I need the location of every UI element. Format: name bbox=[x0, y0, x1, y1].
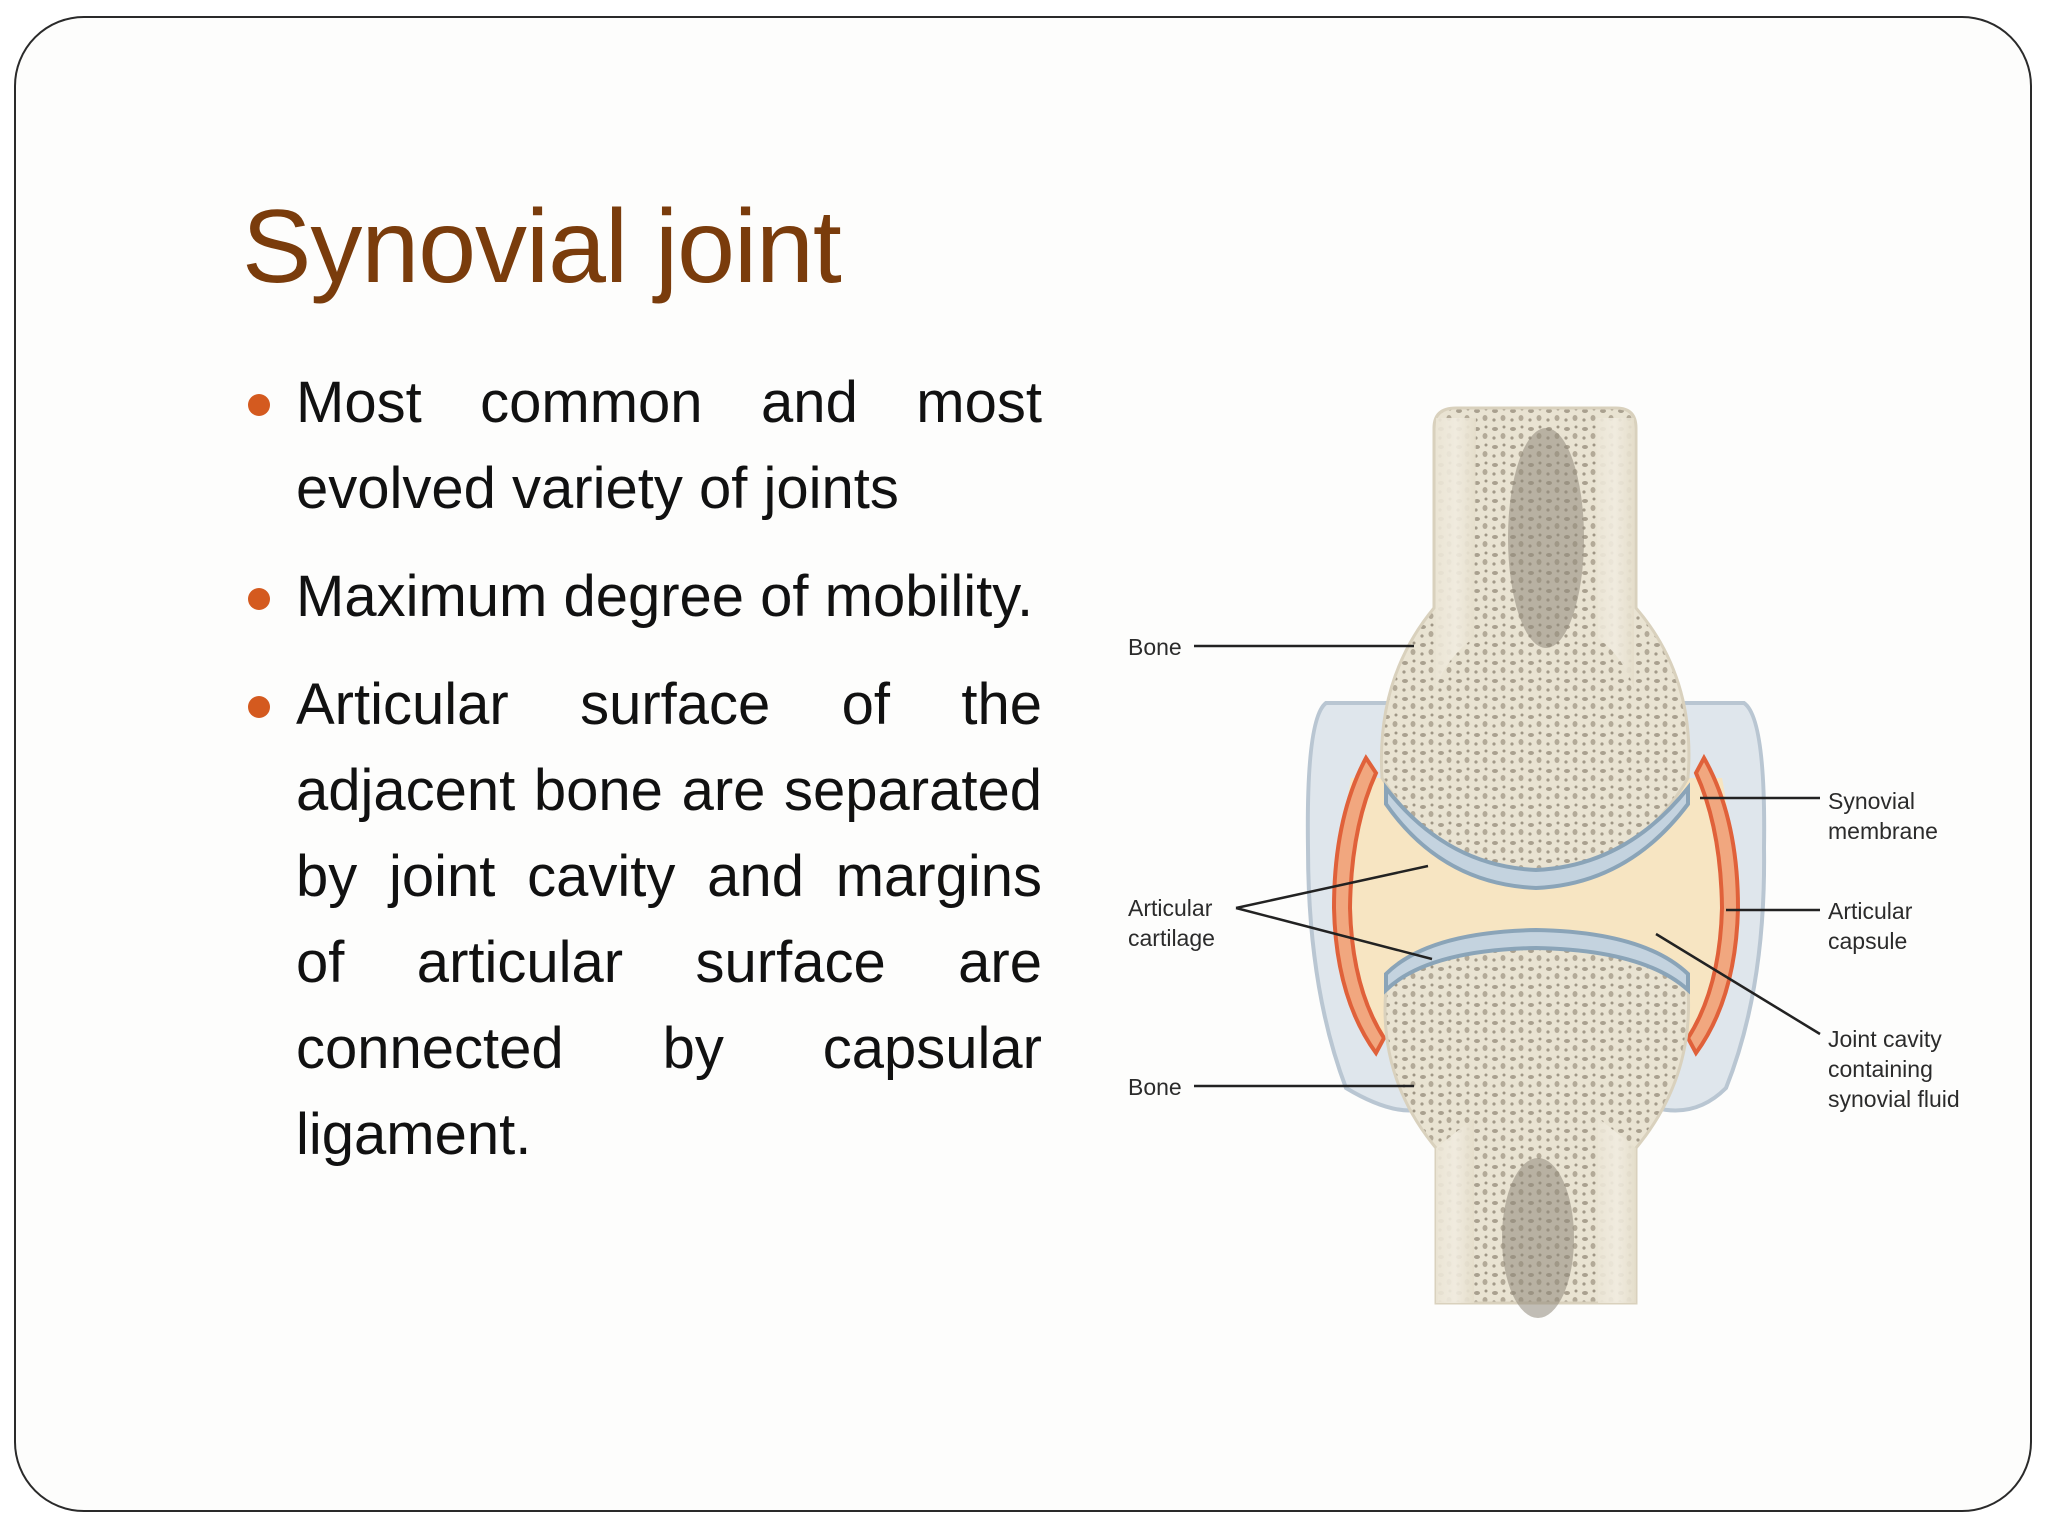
upper-articular-cartilage bbox=[1384, 782, 1690, 891]
synovial-joint-diagram: Bone Bone Articular cartilage Synovial m… bbox=[1076, 388, 2036, 1328]
bullet-item: Articular surface of the adjacent bone a… bbox=[242, 662, 1042, 1178]
label-articular-capsule-1: Articular bbox=[1828, 898, 1913, 924]
label-bone-top: Bone bbox=[1128, 634, 1182, 660]
bullet-text: Most common and most evolved variety of … bbox=[296, 370, 1042, 521]
lower-articular-cartilage bbox=[1384, 927, 1690, 995]
synovial-membrane-left bbox=[1331, 754, 1387, 1057]
label-articular-capsule-2: capsule bbox=[1828, 928, 1908, 954]
bullet-text: Articular surface of the adjacent bone a… bbox=[296, 672, 1042, 1167]
synovial-membrane-right bbox=[1685, 753, 1741, 1057]
label-joint-cavity-1: Joint cavity bbox=[1828, 1026, 1942, 1052]
upper-bone-shaft bbox=[1436, 418, 1476, 688]
medullary-cavity-bottom bbox=[1502, 1158, 1574, 1318]
bullet-list: Most common and most evolved variety of … bbox=[242, 360, 1042, 1200]
bullet-dot-icon bbox=[248, 588, 270, 610]
label-articular-cartilage-2: cartilage bbox=[1128, 925, 1215, 951]
bullet-item: Most common and most evolved variety of … bbox=[242, 360, 1042, 532]
leader-lines bbox=[1194, 644, 1821, 1088]
label-joint-cavity-2: containing bbox=[1828, 1056, 1933, 1082]
bullet-dot-icon bbox=[248, 696, 270, 718]
label-synovial-membrane-2: membrane bbox=[1828, 818, 1938, 844]
bullet-text: Maximum degree of mobility. bbox=[296, 564, 1034, 629]
medullary-cavity-top bbox=[1508, 428, 1584, 648]
label-synovial-membrane-1: Synovial bbox=[1828, 788, 1915, 814]
label-joint-cavity-3: synovial fluid bbox=[1828, 1086, 1960, 1112]
joint-illustration bbox=[1194, 406, 1821, 1318]
bullet-dot-icon bbox=[248, 394, 270, 416]
slide-frame: Synovial joint Most common and most evol… bbox=[14, 16, 2032, 1512]
bullet-item: Maximum degree of mobility. bbox=[242, 554, 1042, 640]
label-articular-cartilage-1: Articular bbox=[1128, 895, 1213, 921]
label-bone-bottom: Bone bbox=[1128, 1074, 1182, 1100]
slide-title: Synovial joint bbox=[242, 189, 842, 305]
